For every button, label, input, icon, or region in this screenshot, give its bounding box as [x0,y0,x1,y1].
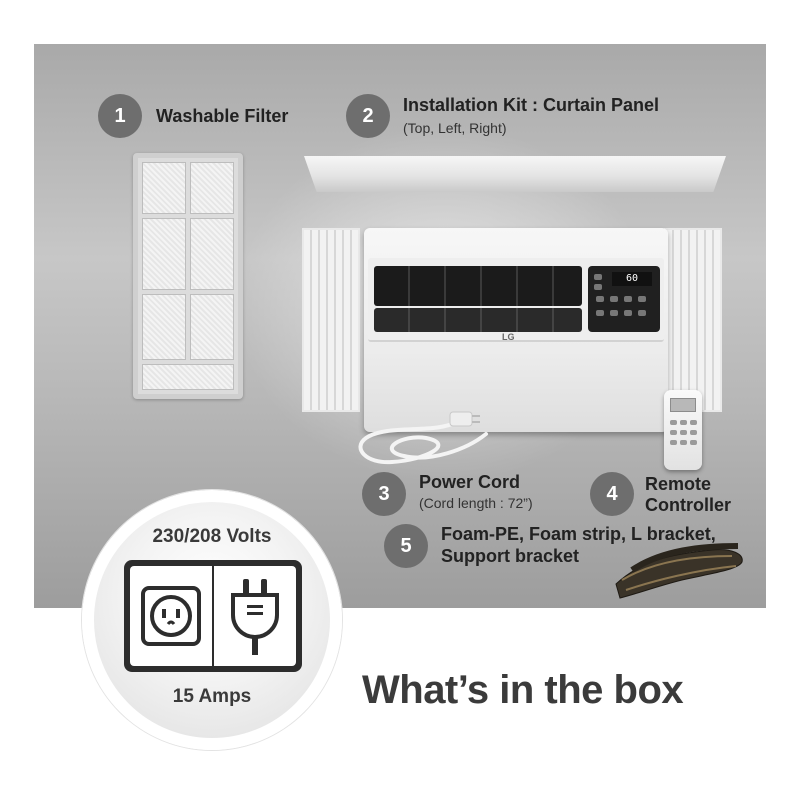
power-cord-image [358,411,488,465]
item-label-washable-filter: Washable Filter [156,106,289,126]
curtain-panel-top-image [304,156,726,192]
curtain-panel-right-image [664,228,722,412]
item-sublabel-installation-kit: (Top, Left, Right) [403,120,507,136]
remote-controller-image [664,390,702,470]
item-number-2: 2 [346,94,390,138]
page-headline: What’s in the box [362,668,684,712]
item-number-1: 1 [98,94,142,138]
curtain-panel-left-image [302,228,360,412]
ac-brand-logo: LG [502,332,515,342]
item-number-3: 3 [362,472,406,516]
item-number-4: 4 [590,472,634,516]
ac-display-readout: 60 [612,272,652,286]
item-label-foam-line1: Foam-PE, Foam strip, L bracket, [441,524,716,544]
voltage-label: 230/208 Volts [152,526,272,547]
item-label-power-cord: Power Cord [419,472,521,492]
air-conditioner-image: 60 LG [364,228,668,432]
power-spec-badge: 230/208 Volts 15 Amps [82,490,342,750]
outlet-plug-panel [124,560,302,672]
item-label-foam-line2: Support bracket [441,546,580,566]
amperage-label: 15 Amps [172,686,252,707]
item-number-5: 5 [384,524,428,568]
plug-icon [231,579,279,655]
item-label-installation-kit: Installation Kit : Curtain Panel [403,95,660,115]
foam-strip-image [615,543,743,599]
item-sublabel-power-cord: (Cord length : 72”) [419,495,533,511]
washable-filter-image [133,153,243,399]
item-label-remote-line2: Controller [645,495,732,515]
item-label-remote-line1: Remote [645,474,712,494]
outlet-icon [141,586,201,646]
